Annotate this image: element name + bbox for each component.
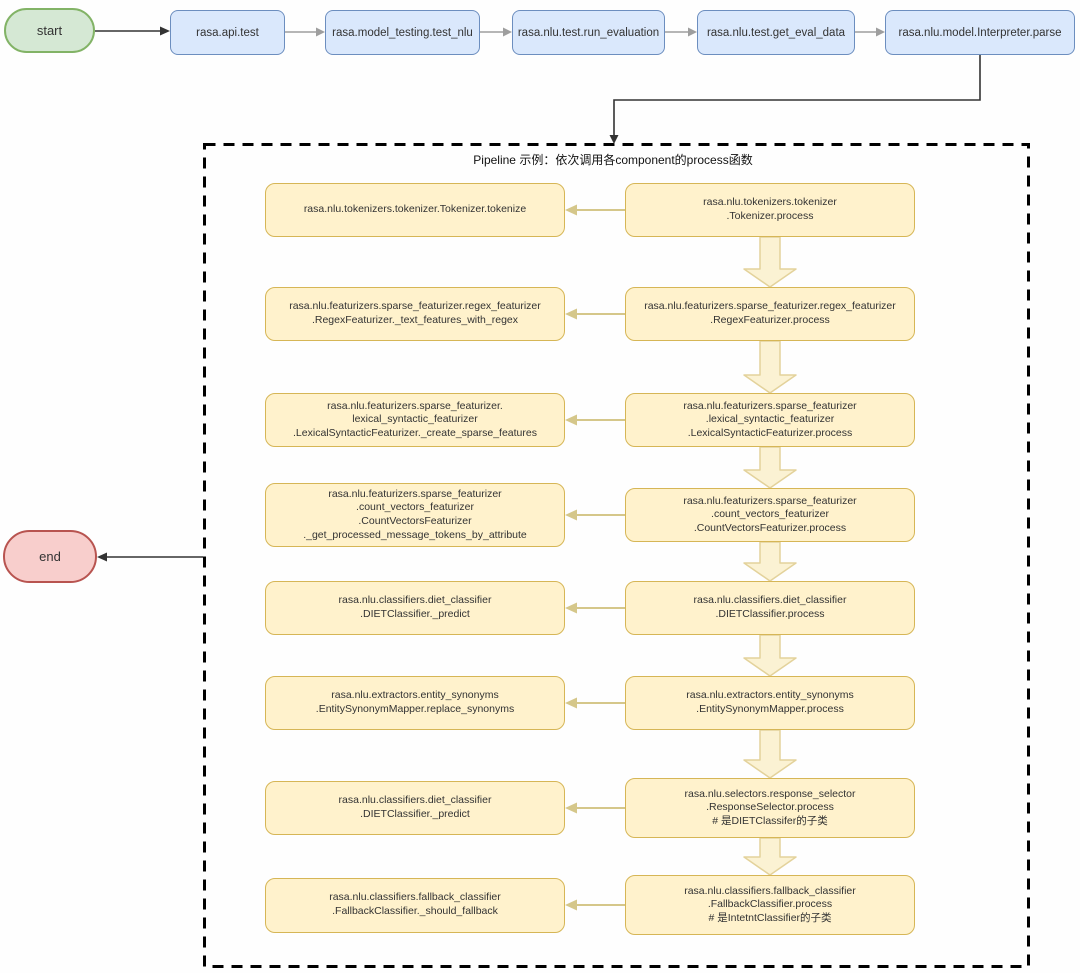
node-text-line: rasa.nlu.classifiers.fallback_classifier bbox=[684, 884, 856, 897]
process-block-arrow-down bbox=[743, 446, 797, 489]
chain-arrowhead bbox=[688, 27, 697, 37]
process-call-node: rasa.nlu.featurizers.sparse_featurizer.c… bbox=[625, 488, 915, 542]
node-text-line: rasa.nlu.featurizers.sparse_featurizer bbox=[683, 399, 857, 412]
node-text-line: .RegexFeaturizer._text_features_with_reg… bbox=[311, 314, 519, 326]
node-text-line: ._get_processed_message_tokens_by_attrib… bbox=[303, 528, 527, 541]
process-block-arrow-down bbox=[743, 541, 797, 582]
node-text-line: .RegexFeaturizer.process bbox=[710, 314, 830, 326]
call-node: rasa.model_testing.test_nlu bbox=[325, 10, 480, 55]
node-text-line: lexical_syntactic_featurizer bbox=[352, 413, 478, 426]
call-node-label: rasa.api.test bbox=[196, 26, 259, 39]
pipeline-container-border bbox=[203, 143, 1030, 968]
node-text-line: rasa.nlu.classifiers.diet_classifier bbox=[338, 594, 492, 607]
parse-to-pipeline-arrowhead bbox=[609, 135, 619, 144]
call-node: rasa.nlu.test.run_evaluation bbox=[512, 10, 665, 55]
call-arrowhead-left bbox=[565, 204, 577, 216]
node-text-line: rasa.nlu.tokenizers.tokenizer.Tokenizer.… bbox=[303, 203, 527, 216]
process-block-arrow-down bbox=[743, 837, 797, 876]
call-node-label: rasa.nlu.test.run_evaluation bbox=[517, 26, 660, 39]
internal-call-node: rasa.nlu.featurizers.sparse_featurizer.r… bbox=[265, 287, 565, 341]
call-arrowhead-left bbox=[565, 414, 577, 426]
chain-arrowhead bbox=[316, 27, 325, 37]
call-arrowhead-left bbox=[565, 899, 577, 911]
node-text-line: rasa.nlu.featurizers.sparse_featurizer bbox=[328, 487, 502, 500]
process-call-node: rasa.nlu.tokenizers.tokenizer.Tokenizer.… bbox=[625, 183, 915, 237]
call-node-label: rasa.model_testing.test_nlu bbox=[332, 26, 473, 39]
process-call-node: rasa.nlu.extractors.entity_synonyms.Enti… bbox=[625, 676, 915, 730]
call-node: rasa.nlu.test.get_eval_data bbox=[697, 10, 855, 55]
call-arrowhead-left bbox=[565, 697, 577, 709]
call-arrowhead-left bbox=[565, 509, 577, 521]
internal-call-node: rasa.nlu.extractors.entity_synonyms.Enti… bbox=[265, 676, 565, 730]
process-block-arrow-down bbox=[743, 634, 797, 677]
node-text-line: .DIETClassifier._predict bbox=[360, 808, 470, 820]
pipeline-to-end-arrowhead bbox=[97, 552, 107, 562]
node-text-line: .CountVectorsFeaturizer bbox=[358, 515, 472, 527]
internal-call-node: rasa.nlu.classifiers.diet_classifier.DIE… bbox=[265, 581, 565, 635]
call-node: rasa.api.test bbox=[170, 10, 285, 55]
call-arrowhead-left bbox=[565, 602, 577, 614]
parse-to-pipeline-connector bbox=[613, 55, 981, 136]
node-text-line: .ResponseSelector.process bbox=[706, 801, 834, 814]
node-text-line: .FallbackClassifier.process bbox=[707, 898, 833, 911]
process-call-node: rasa.nlu.classifiers.fallback_classifier… bbox=[625, 875, 915, 935]
process-call-node: rasa.nlu.selectors.response_selector.Res… bbox=[625, 778, 915, 838]
node-text-line: rasa.nlu.selectors.response_selector bbox=[684, 787, 856, 800]
node-text-line: .EntitySynonymMapper.process bbox=[696, 703, 844, 715]
process-block-arrow-down bbox=[743, 236, 797, 288]
node-text-line: # 是DIETClassifer的子类 bbox=[712, 814, 828, 827]
end-node: end bbox=[3, 530, 97, 583]
node-text-line: rasa.nlu.extractors.entity_synonyms bbox=[686, 689, 854, 702]
process-block-arrow-down bbox=[743, 729, 797, 779]
internal-call-node: rasa.nlu.featurizers.sparse_featurizer.l… bbox=[265, 393, 565, 447]
node-text-line: rasa.nlu.featurizers.sparse_featurizer.r… bbox=[644, 300, 896, 313]
node-text-line: rasa.nlu.classifiers.diet_classifier bbox=[693, 594, 847, 607]
node-text-line: # 是IntetntClassifier的子类 bbox=[708, 911, 832, 924]
node-text-line: .Tokenizer.process bbox=[726, 210, 814, 222]
node-text-line: .DIETClassifier._predict bbox=[360, 608, 470, 620]
node-text-line: .LexicalSyntacticFeaturizer._create_spar… bbox=[293, 426, 537, 439]
node-text-line: rasa.nlu.classifiers.diet_classifier bbox=[338, 794, 492, 807]
node-text-line: rasa.nlu.featurizers.sparse_featurizer. bbox=[327, 399, 503, 412]
call-node-label: rasa.nlu.model.Interpreter.parse bbox=[898, 26, 1062, 39]
call-arrowhead-left bbox=[565, 308, 577, 320]
node-text-line: .LexicalSyntacticFeaturizer.process bbox=[687, 426, 853, 439]
node-text-line: .EntitySynonymMapper.replace_synonyms bbox=[315, 703, 515, 715]
internal-call-node: rasa.nlu.tokenizers.tokenizer.Tokenizer.… bbox=[265, 183, 565, 237]
node-text-line: .lexical_syntactic_featurizer bbox=[705, 413, 835, 426]
node-text-line: rasa.nlu.featurizers.sparse_featurizer bbox=[683, 494, 857, 507]
internal-call-node: rasa.nlu.featurizers.sparse_featurizer.c… bbox=[265, 483, 565, 547]
process-call-node: rasa.nlu.featurizers.sparse_featurizer.l… bbox=[625, 393, 915, 447]
start-node: start bbox=[4, 8, 95, 53]
call-node-label: rasa.nlu.test.get_eval_data bbox=[706, 26, 846, 39]
process-call-node: rasa.nlu.featurizers.sparse_featurizer.r… bbox=[625, 287, 915, 341]
internal-call-node: rasa.nlu.classifiers.fallback_classifier… bbox=[265, 877, 565, 933]
node-text-line: .CountVectorsFeaturizer.process bbox=[693, 521, 847, 534]
pipeline-title: Pipeline 示例：依次调用各component的process函数 bbox=[473, 153, 753, 167]
end-label: end bbox=[39, 549, 61, 564]
start-label: start bbox=[36, 23, 63, 38]
node-text-line: .count_vectors_featurizer bbox=[356, 501, 474, 514]
node-text-line: .DIETClassifier.process bbox=[715, 608, 825, 620]
node-text-line: .FallbackClassifier._should_fallback bbox=[332, 905, 498, 917]
process-call-node: rasa.nlu.classifiers.diet_classifier.DIE… bbox=[625, 581, 915, 635]
chain-arrowhead bbox=[503, 27, 512, 37]
call-arrowhead-left bbox=[565, 802, 577, 814]
node-text-line: rasa.nlu.tokenizers.tokenizer bbox=[703, 196, 837, 209]
chain-arrowhead bbox=[876, 27, 885, 37]
call-node: rasa.nlu.model.Interpreter.parse bbox=[885, 10, 1075, 55]
node-text-line: rasa.nlu.featurizers.sparse_featurizer.r… bbox=[289, 300, 541, 313]
internal-call-node: rasa.nlu.classifiers.diet_classifier.DIE… bbox=[265, 781, 565, 835]
start-arrowhead bbox=[160, 26, 170, 36]
node-text-line: rasa.nlu.classifiers.fallback_classifier bbox=[329, 891, 501, 904]
process-block-arrow-down bbox=[743, 340, 797, 394]
node-text-line: .count_vectors_featurizer bbox=[711, 508, 829, 521]
node-text-line: rasa.nlu.extractors.entity_synonyms bbox=[331, 689, 499, 702]
